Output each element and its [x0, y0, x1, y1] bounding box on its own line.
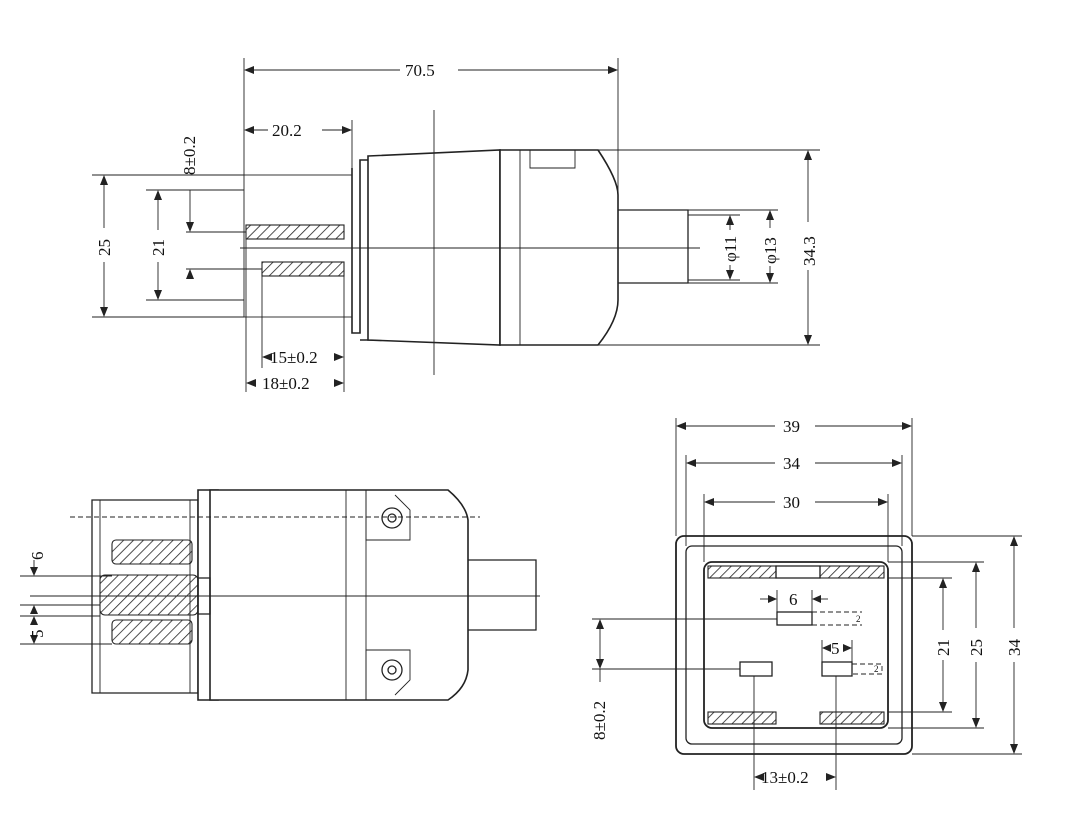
dim-body-height: 34.3: [800, 236, 819, 266]
front-dim-width-34: 34: [783, 454, 801, 473]
front-view: 2 2 39 34 30 6: [590, 417, 1024, 790]
front-dim-h-25: 25: [967, 639, 986, 656]
front-dim-h-21: 21: [934, 639, 953, 656]
dim-pin-length-b: 18±0.2: [262, 374, 310, 393]
front-pin-right: [821, 661, 853, 677]
front-dim-small-b: 2: [874, 664, 879, 674]
front-outer-frame: [675, 535, 913, 755]
dim-pin-depth: 20.2: [272, 121, 302, 140]
side-dim-pin-thickness: 5: [28, 630, 47, 639]
dim-inner-cable: φ11: [721, 236, 740, 262]
side-cable: [468, 559, 537, 631]
side-dim-pin-width: 6: [28, 552, 47, 561]
side-pin-3: [111, 619, 193, 645]
front-dim-pin-pitch: 13±0.2: [761, 768, 809, 787]
dim-overall-length: 70.5: [405, 61, 435, 80]
pin-upper: [245, 224, 345, 240]
side-pin-2: [99, 574, 199, 616]
dim-inner-height: 21: [149, 239, 168, 256]
rear-section: [499, 149, 619, 346]
cable: [618, 209, 689, 284]
front-hatch-top-right: [819, 565, 885, 579]
side-view: 6 5: [20, 489, 540, 701]
side-pin-1: [111, 539, 193, 565]
front-dim-pin-offset: 8±0.2: [590, 701, 609, 740]
front-pin-top: [776, 611, 813, 626]
dim-outer-cable: φ13: [761, 237, 780, 264]
front-dim-width-39: 39: [783, 417, 800, 436]
front-dim-pin-width: 6: [789, 590, 798, 609]
front-dim-small-a: 2: [856, 614, 861, 624]
pin-lower: [261, 261, 345, 277]
front-dim-h-34: 34: [1005, 639, 1024, 657]
side-main-body: [209, 489, 469, 701]
front-inner-frame: [685, 545, 903, 745]
dim-outer-height: 25: [95, 239, 114, 256]
screw-hole-bottom: [381, 659, 403, 681]
front-hatch-bottom-left: [707, 711, 777, 725]
front-dim-pin-thickness: 5: [831, 639, 840, 658]
front-pin-left: [739, 661, 773, 677]
screw-hole-top: [381, 507, 403, 529]
latch-notch: [529, 150, 576, 169]
front-hatch-bottom-right: [819, 711, 885, 725]
dim-pin-length-a: 15±0.2: [270, 348, 318, 367]
top-view: 70.5 20.2 8±0.2 25 21: [92, 58, 820, 393]
pin-housing-outline: [243, 174, 353, 318]
front-hatch-top-left: [707, 565, 777, 579]
front-dim-width-30: 30: [783, 493, 800, 512]
dim-pin-spacing: 8±0.2: [180, 136, 199, 175]
front-recess: [703, 561, 889, 729]
